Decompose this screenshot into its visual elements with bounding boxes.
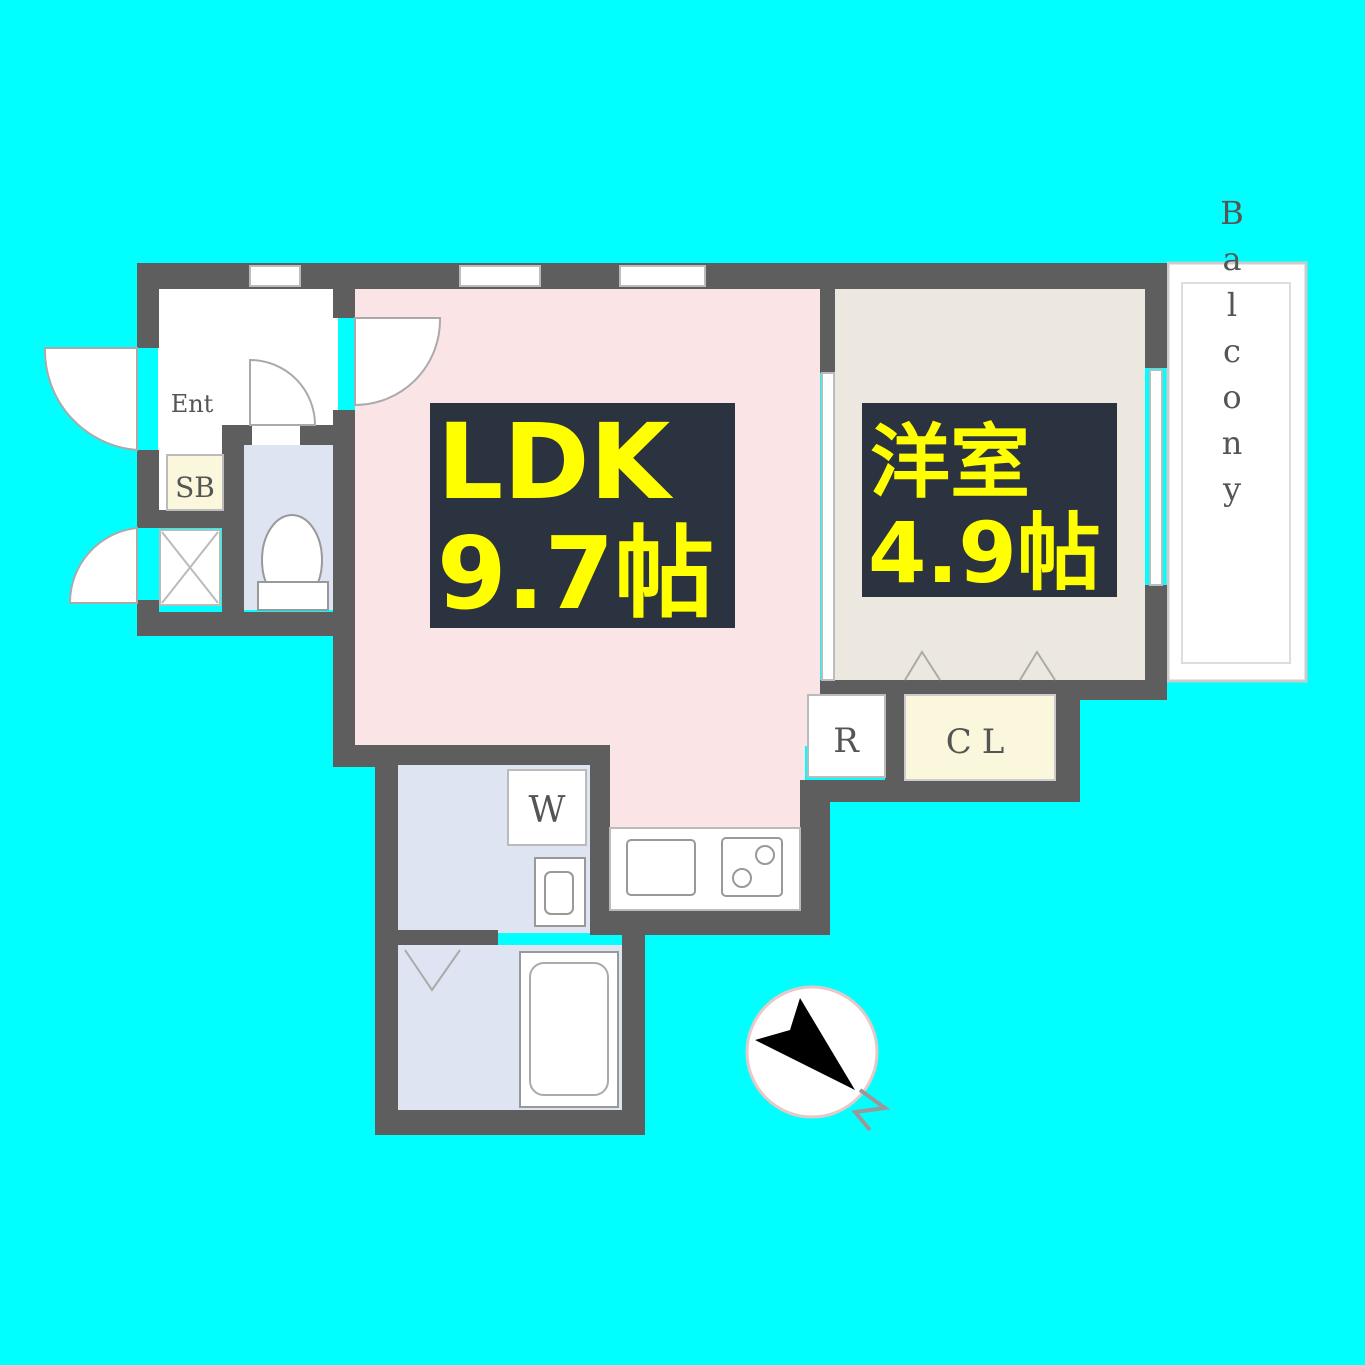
entrance-door <box>43 347 138 452</box>
closet-box <box>904 694 1056 781</box>
walls <box>137 263 1167 1135</box>
sink-icon <box>626 839 696 896</box>
shoe-box <box>166 454 224 511</box>
windows <box>249 265 1163 681</box>
kitchen-counter <box>609 827 801 911</box>
ldk-door <box>354 317 442 407</box>
closet-label: CL <box>946 722 1015 762</box>
bedroom-label-box <box>862 403 1117 597</box>
refrigerator-box <box>807 694 886 778</box>
washbasin-icon <box>534 857 586 927</box>
washer-box <box>507 769 587 846</box>
ldk-size: 9.7帖 <box>437 515 714 632</box>
washer-label: W <box>528 790 565 831</box>
toilet-icon <box>257 514 329 611</box>
shoe-box-label: SB <box>175 471 215 504</box>
balcony <box>1166 261 1308 683</box>
ldk-kitchen-floor <box>605 740 805 830</box>
bedroom-size: 4.9帖 <box>868 504 1101 602</box>
doors <box>43 317 1056 992</box>
ldk-name: LDK <box>437 401 674 523</box>
bedroom-name: 洋室 <box>870 416 1030 509</box>
storage-door <box>68 526 138 604</box>
closet-door-1 <box>904 650 941 681</box>
stove-icon <box>721 837 783 897</box>
ldk-label-box <box>430 403 735 628</box>
toilet-door <box>249 358 317 426</box>
north-arrow-icon <box>745 985 891 1132</box>
entrance-label: Ent <box>171 390 214 418</box>
bath-door <box>404 949 461 992</box>
closet-door-2 <box>1019 650 1056 681</box>
refrigerator-label: R <box>833 721 860 761</box>
balcony-label: Balcony <box>1213 194 1251 516</box>
